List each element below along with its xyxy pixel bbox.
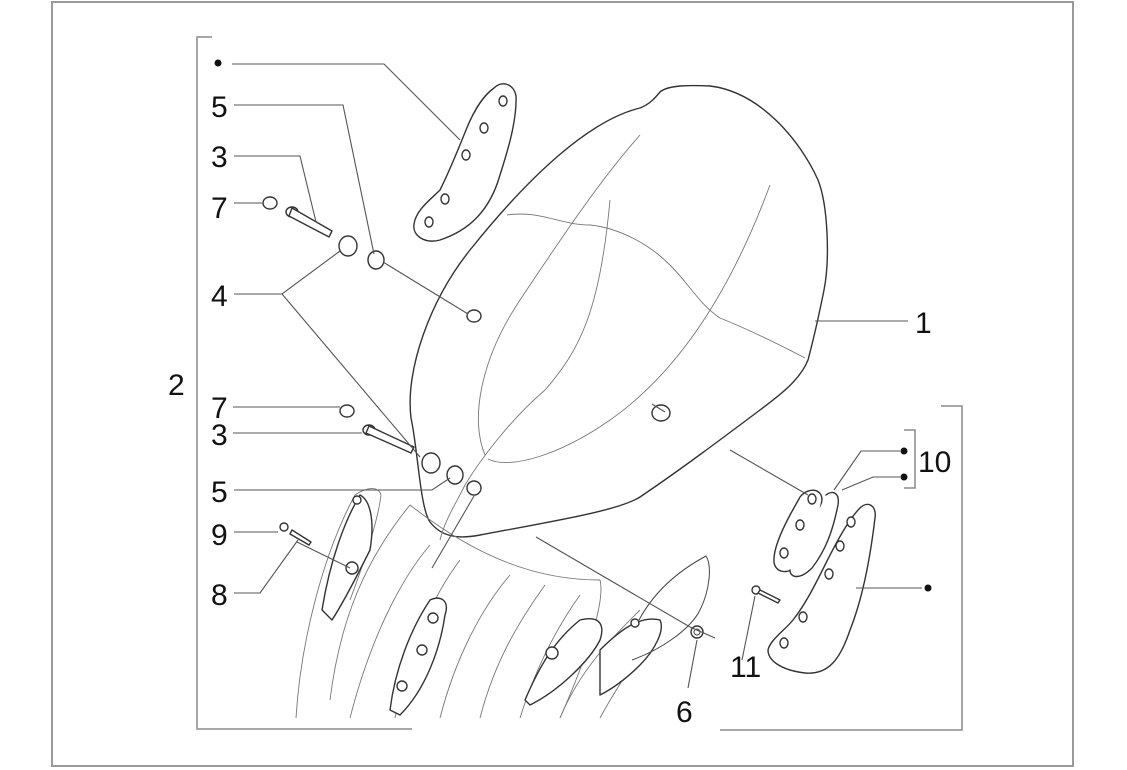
callout-8: 8 xyxy=(211,579,228,612)
left-windshield-bracket[interactable] xyxy=(413,83,517,242)
mount-hole-upper xyxy=(466,309,482,323)
grommet-lower xyxy=(446,465,464,485)
bullet-plate-2 xyxy=(900,473,908,481)
diagram-frame xyxy=(51,1,1074,767)
bracket-plates[interactable] xyxy=(773,489,840,578)
cap-upper xyxy=(262,196,278,210)
callout-11: 11 xyxy=(730,651,761,684)
lower-fastener-set[interactable] xyxy=(339,404,464,485)
callout-3-lower: 3 xyxy=(211,419,228,452)
callout-10: 10 xyxy=(918,446,951,479)
mount-hole-lower xyxy=(466,480,482,496)
group-bracket-left xyxy=(196,36,412,730)
front-fairing xyxy=(295,488,710,719)
callout-1: 1 xyxy=(915,307,932,340)
mount-hole-center xyxy=(651,404,671,422)
bushing-lower xyxy=(421,452,441,474)
windshield[interactable] xyxy=(409,84,829,541)
bullet-plate-1 xyxy=(900,447,908,455)
callout-5-upper: 5 xyxy=(211,91,228,124)
screw-8 xyxy=(289,529,312,546)
screw-upper xyxy=(288,207,333,238)
screw-and-washer[interactable] xyxy=(279,522,312,546)
callout-2: 2 xyxy=(168,369,185,402)
washer xyxy=(279,522,289,532)
callout-6: 6 xyxy=(676,696,693,729)
right-windshield-bracket[interactable] xyxy=(767,503,876,674)
bullet-left-bracket xyxy=(214,59,222,67)
group-bracket-right xyxy=(720,405,963,731)
bracket-plate-2 xyxy=(789,491,840,578)
callout-3-upper: 3 xyxy=(211,141,228,174)
callout-7-lower: 7 xyxy=(211,392,228,425)
bushing-upper xyxy=(338,235,358,257)
bullet-right-bracket xyxy=(924,584,932,592)
callout-7-upper: 7 xyxy=(211,192,228,225)
callout-4: 4 xyxy=(211,280,228,313)
leader-lines xyxy=(232,63,922,689)
callout-5-lower: 5 xyxy=(211,476,228,509)
group-bracket-10 xyxy=(904,429,916,489)
bracket-screw[interactable] xyxy=(751,585,781,604)
upper-fastener-set[interactable] xyxy=(262,196,385,270)
grommet-upper xyxy=(367,250,385,270)
cap-lower xyxy=(339,404,355,418)
callout-9: 9 xyxy=(211,519,228,552)
screw-lower xyxy=(365,425,415,454)
